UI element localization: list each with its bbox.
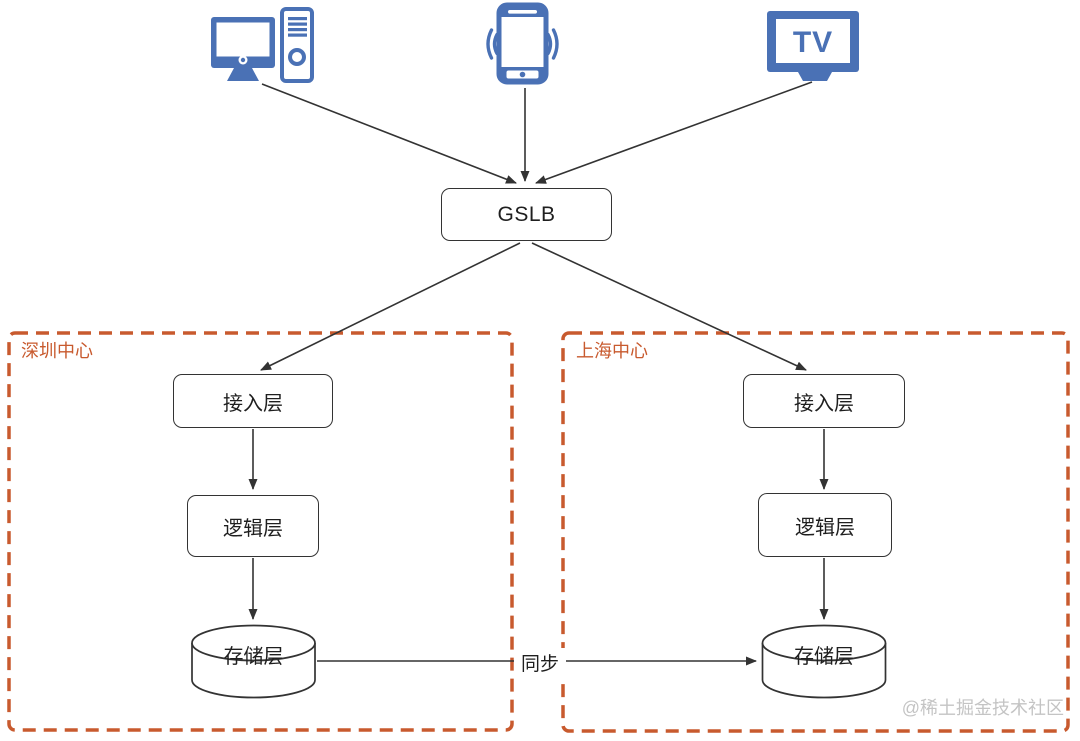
desktop-computer-icon	[211, 7, 314, 83]
shanghai-access-layer-node: 接入层	[743, 374, 905, 428]
arrow-gslb-to-shanghai-access	[531, 242, 807, 371]
sync-label: 同步	[514, 648, 566, 677]
shenzhen-storage-cylinder	[191, 624, 316, 699]
shenzhen-storage-layer-label: 存储层	[223, 646, 284, 668]
watermark: @稀土掘金技术社区	[901, 698, 1064, 718]
gslb-node: GSLB	[441, 188, 612, 241]
shanghai-access-layer-label: 接入层	[794, 392, 854, 415]
gslb-node-label: GSLB	[497, 202, 556, 226]
shanghai-center-border	[561, 331, 1070, 733]
shanghai-storage-layer-label: 存储层	[794, 646, 854, 668]
tv-icon: TV	[767, 11, 859, 81]
shanghai-center-title: 上海中心	[576, 341, 648, 361]
tv-icon-label: TV	[793, 26, 833, 59]
shanghai-logic-layer-label: 逻辑层	[795, 516, 855, 539]
shenzhen-logic-layer-node: 逻辑层	[187, 495, 319, 557]
shanghai-storage-cylinder	[761, 624, 887, 699]
arrow-desktop-to-gslb	[261, 83, 517, 184]
shenzhen-center-border	[7, 331, 514, 732]
mobile-phone-icon	[486, 2, 559, 85]
shenzhen-logic-layer-label: 逻辑层	[223, 517, 283, 540]
arrow-gslb-to-shenzhen-access	[260, 242, 521, 371]
arrow-tv-to-gslb	[535, 81, 813, 184]
shenzhen-access-layer-node: 接入层	[173, 374, 333, 428]
shenzhen-center-title: 深圳中心	[21, 341, 93, 361]
shanghai-logic-layer-node: 逻辑层	[758, 493, 892, 557]
shenzhen-access-layer-label: 接入层	[223, 392, 283, 415]
